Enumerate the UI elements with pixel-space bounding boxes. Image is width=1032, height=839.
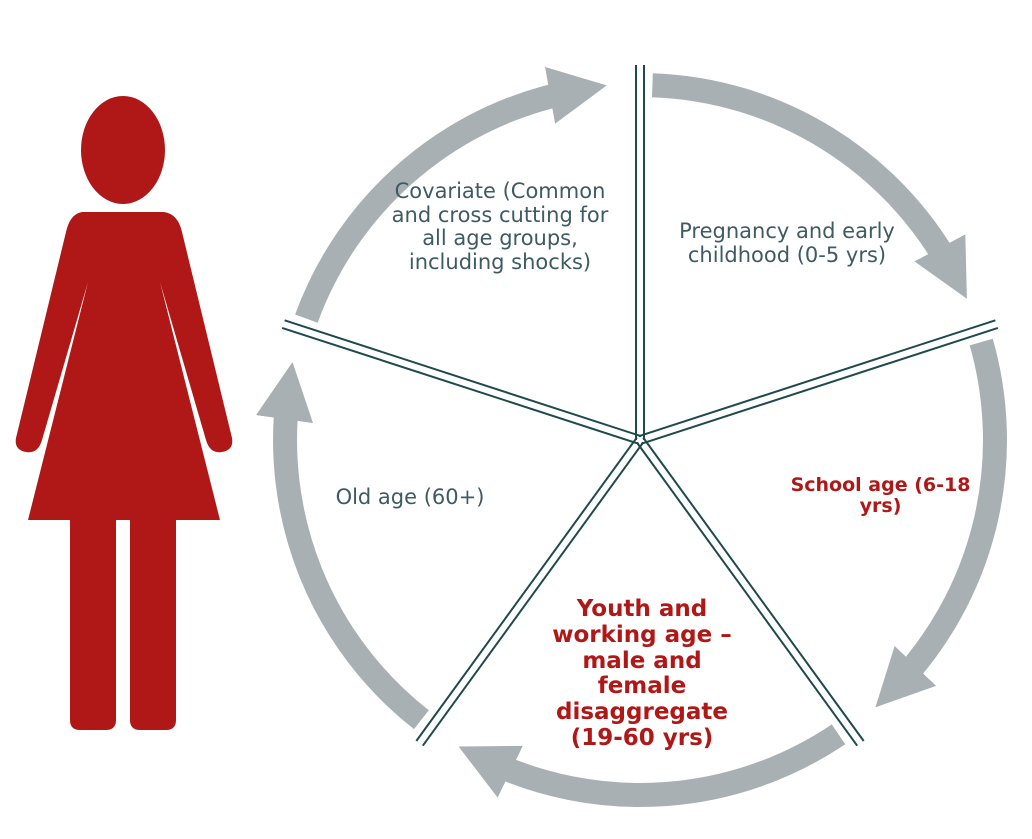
arrow-covariate-to-pregnancy (651, 73, 967, 299)
arrow-old-age-to-covariate (295, 67, 607, 323)
arrow-youth-to-old-age (255, 362, 429, 730)
divider-upper-left-a (281, 326, 640, 445)
divider-lower-right-b (635, 441, 859, 747)
divider-upper-right-b (640, 326, 999, 445)
woman-silhouette-icon (15, 96, 233, 730)
segment-label-pregnancy: Pregnancy and early childhood (0-5 yrs) (679, 219, 895, 267)
divider-lower-left-b (415, 437, 638, 742)
divider-lower-right-a (642, 437, 865, 742)
divider-upper-left-b (284, 319, 642, 438)
divider-lower-left-a (421, 441, 645, 747)
divider-upper-right-a (638, 319, 996, 438)
arrow-pregnancy-to-school (875, 338, 1007, 708)
segment-label-old-age: Old age (60+) (335, 485, 485, 509)
cycle-arrows (255, 67, 1007, 807)
segment-label-covariate: Covariate (Common and cross cutting for … (391, 179, 609, 274)
segment-label-youth: Youth and working age – male and female … (552, 597, 732, 751)
arrow-school-to-youth (458, 724, 846, 807)
segment-label-school: School age (6-18 yrs) (790, 474, 971, 518)
segment-dividers (281, 65, 999, 747)
